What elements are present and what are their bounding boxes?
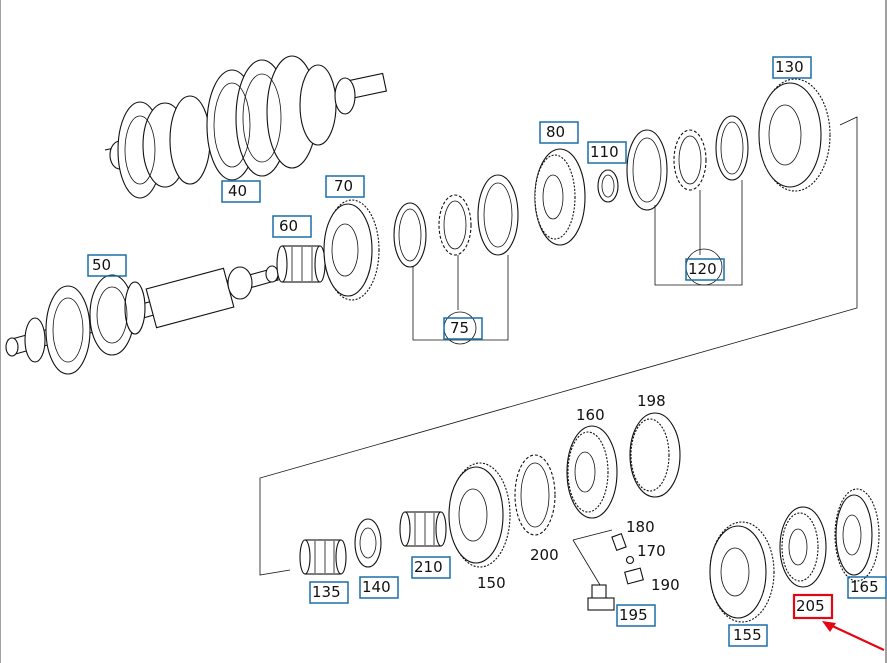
label-165: 165 bbox=[850, 578, 879, 596]
label-130: 130 bbox=[775, 58, 804, 76]
label-155: 155 bbox=[733, 626, 762, 644]
label-210: 210 bbox=[414, 558, 443, 576]
label-50: 50 bbox=[92, 256, 111, 274]
label-150: 150 bbox=[477, 574, 506, 592]
label-70: 70 bbox=[334, 177, 353, 195]
gear-155 bbox=[709, 521, 775, 623]
gear-165 bbox=[834, 488, 880, 582]
gear-150 bbox=[448, 462, 511, 568]
label-190: 190 bbox=[651, 576, 680, 594]
label-110: 110 bbox=[590, 143, 619, 161]
washer-140 bbox=[354, 518, 382, 568]
synchro-ring-205 bbox=[779, 506, 827, 588]
part-labels: 40 50 60 70 75 80 110 120 130 135 140 15… bbox=[87, 56, 887, 647]
sync-hub-80 bbox=[534, 148, 586, 246]
label-170: 170 bbox=[637, 542, 666, 560]
label-200: 200 bbox=[530, 546, 559, 564]
label-75: 75 bbox=[450, 319, 469, 337]
label-140: 140 bbox=[362, 578, 391, 596]
sleeve-198 bbox=[629, 412, 681, 498]
highlight-arrow bbox=[822, 621, 885, 651]
detent-parts bbox=[572, 529, 644, 611]
gear-130 bbox=[758, 78, 831, 192]
label-205: 205 bbox=[796, 597, 825, 615]
shaft-assembly-40 bbox=[104, 55, 388, 199]
label-198: 198 bbox=[637, 392, 666, 410]
label-80: 80 bbox=[546, 123, 565, 141]
label-180: 180 bbox=[626, 518, 655, 536]
label-160: 160 bbox=[576, 406, 605, 424]
label-195: 195 bbox=[619, 606, 648, 624]
label-135: 135 bbox=[312, 583, 341, 601]
label-120: 120 bbox=[688, 260, 717, 278]
label-60: 60 bbox=[279, 217, 298, 235]
snap-ring-110 bbox=[597, 169, 619, 203]
needle-bearing-60 bbox=[276, 245, 326, 283]
label-40: 40 bbox=[228, 182, 247, 200]
synchro-rings-120 bbox=[626, 115, 749, 286]
needle-bearing-210 bbox=[399, 511, 447, 547]
highlight-box-205 bbox=[792, 593, 834, 620]
gear-70 bbox=[323, 199, 380, 301]
synchro-ring-200 bbox=[514, 454, 556, 536]
assembly-connector-frame bbox=[259, 116, 858, 576]
needle-bearing-135 bbox=[299, 539, 347, 575]
synchro-rings-75 bbox=[393, 174, 519, 345]
sync-hub-160 bbox=[566, 425, 618, 519]
main-shaft-50 bbox=[5, 265, 279, 375]
